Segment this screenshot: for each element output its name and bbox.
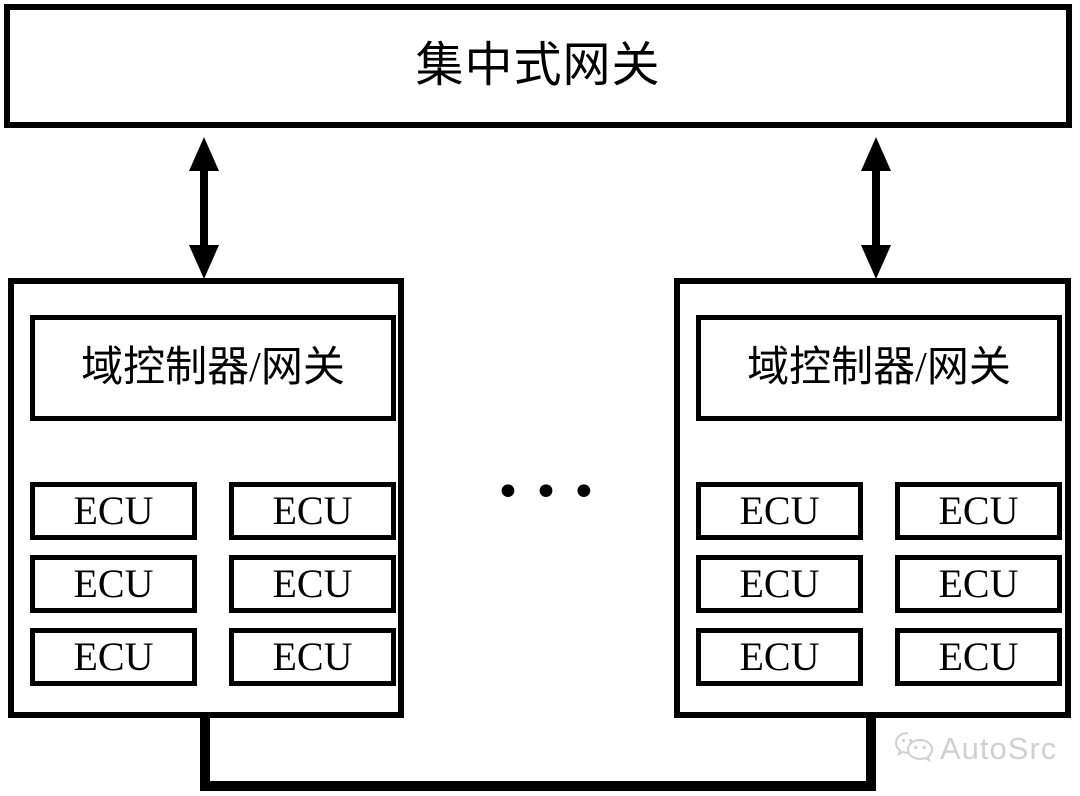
ecu-box: ECU [30,628,197,686]
domain-gateway-label: 域控制器/网关 [747,345,1011,391]
ecu-box: ECU [895,628,1062,686]
ecu-box: ECU [895,482,1062,540]
domain-gateway-label: 域控制器/网关 [81,345,345,391]
ecu-grid: ECU ECU ECU ECU ECU ECU [30,482,396,686]
ecu-box: ECU [696,555,863,613]
central-gateway-label: 集中式网关 [415,39,661,92]
wechat-icon [894,732,934,762]
ecu-box: ECU [229,555,396,613]
central-gateway-box: 集中式网关 [4,4,1072,128]
ecu-box: ECU [696,628,863,686]
ecu-box: ECU [696,482,863,540]
bidirectional-arrow-icon [189,137,219,279]
ecu-box: ECU [30,482,197,540]
ecu-box: ECU [229,482,396,540]
domain-box-left: 域控制器/网关 ECU ECU ECU ECU ECU ECU [8,278,404,718]
bidirectional-arrow-icon [861,137,891,279]
domain-gateway-label-box: 域控制器/网关 [30,315,396,421]
domain-box-right: 域控制器/网关 ECU ECU ECU ECU ECU ECU [674,278,1071,718]
domain-gateway-label-box: 域控制器/网关 [696,315,1062,421]
ecu-box: ECU [30,555,197,613]
ecu-box: ECU [229,628,396,686]
ellipsis-dots: ••• [495,467,609,518]
ecu-grid: ECU ECU ECU ECU ECU ECU [696,482,1062,686]
watermark-text: AutoSrc [940,730,1058,766]
bottom-bus-line [200,714,876,791]
ecu-box: ECU [895,555,1062,613]
watermark: AutoSrc [893,730,1057,766]
